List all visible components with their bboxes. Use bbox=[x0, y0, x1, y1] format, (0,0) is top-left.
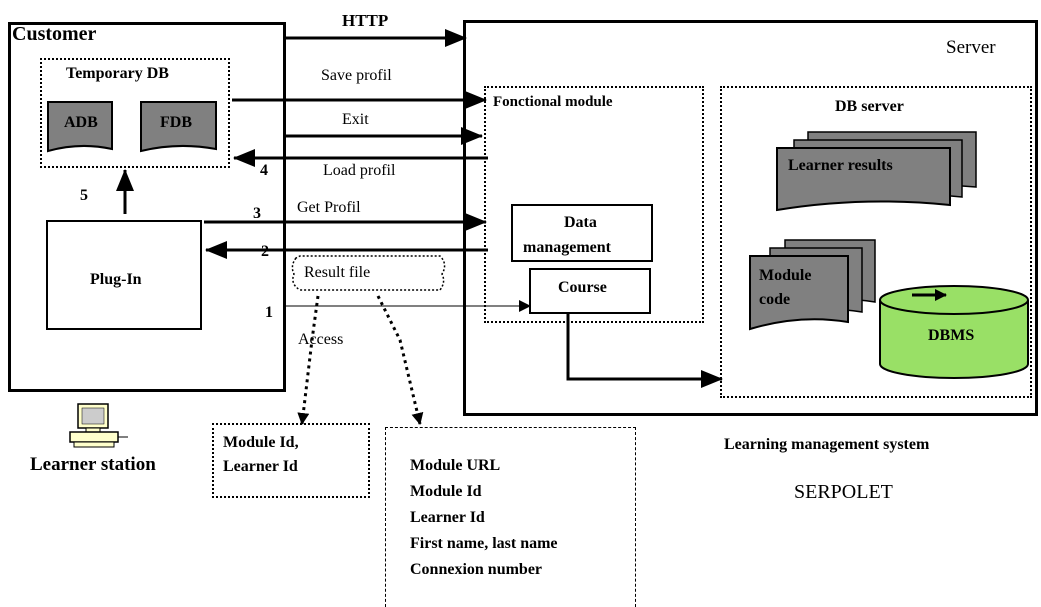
result-file-label: Result file bbox=[304, 264, 371, 281]
module-code-documents-icon bbox=[749, 239, 876, 331]
module-code-line2: code bbox=[759, 291, 791, 308]
access-info-line2: Learner Id bbox=[223, 458, 298, 475]
result-file-dotted-arrow bbox=[376, 295, 424, 425]
data-management-line1: Data bbox=[564, 214, 597, 231]
course-label: Course bbox=[558, 279, 607, 296]
load-profil-label: Load profil bbox=[323, 162, 396, 179]
dbms-label: DBMS bbox=[928, 327, 975, 344]
server-box bbox=[463, 20, 1038, 416]
functional-module-box bbox=[484, 86, 704, 323]
step-5-number: 5 bbox=[80, 187, 88, 204]
server-title: Server bbox=[946, 37, 996, 58]
access-dotted-arrow bbox=[297, 295, 320, 425]
learner-results-label: Learner results bbox=[788, 157, 893, 174]
temporary-db-box bbox=[40, 58, 230, 168]
result-info-line4: First name, last name bbox=[410, 535, 558, 552]
step-4-number: 4 bbox=[260, 162, 268, 179]
get-profil-label: Get Profil bbox=[297, 199, 361, 216]
step-3-number: 3 bbox=[253, 205, 261, 222]
customer-title: Customer bbox=[12, 23, 97, 45]
functional-module-title: Fonctional module bbox=[493, 94, 613, 110]
adb-document-icon bbox=[47, 101, 113, 153]
result-info-box bbox=[385, 427, 636, 607]
plugin-label: Plug-In bbox=[90, 271, 142, 288]
plugin-box bbox=[46, 220, 202, 330]
result-info-line5: Connexion number bbox=[410, 561, 543, 578]
step-2-number: 2 bbox=[261, 243, 269, 260]
learner-station-label: Learner station bbox=[30, 454, 156, 475]
result-info-line2: Module Id bbox=[410, 483, 482, 500]
computer-icon bbox=[69, 403, 128, 448]
fdb-document-icon bbox=[140, 101, 217, 153]
dbms-cylinder-icon bbox=[879, 285, 1029, 379]
step-1-number: 1 bbox=[265, 304, 273, 321]
lms-name: SERPOLET bbox=[794, 481, 893, 503]
result-info-line1: Module URL bbox=[410, 457, 501, 474]
result-info-line3: Learner Id bbox=[410, 509, 485, 526]
result-file-callout bbox=[291, 255, 446, 291]
http-label: HTTP bbox=[342, 11, 389, 30]
customer-box bbox=[8, 22, 286, 392]
access-info-line1: Module Id, bbox=[223, 434, 299, 451]
access-info-box bbox=[212, 423, 370, 498]
lms-title: Learning management system bbox=[724, 436, 930, 453]
learner-results-documents-icon bbox=[776, 131, 977, 212]
temporary-db-title: Temporary DB bbox=[66, 65, 169, 82]
exit-label: Exit bbox=[342, 111, 369, 128]
course-to-dbserver-arrow bbox=[566, 314, 723, 388]
data-management-box bbox=[511, 204, 653, 262]
course-box bbox=[529, 268, 651, 314]
save-profil-label: Save profil bbox=[321, 67, 392, 84]
module-code-line1: Module bbox=[759, 267, 812, 284]
db-server-title: DB server bbox=[835, 98, 904, 115]
fdb-label: FDB bbox=[160, 114, 192, 131]
adb-label: ADB bbox=[64, 114, 98, 131]
access-label: Access bbox=[298, 331, 344, 348]
data-management-line2: management bbox=[523, 239, 611, 256]
db-server-box bbox=[720, 86, 1032, 398]
